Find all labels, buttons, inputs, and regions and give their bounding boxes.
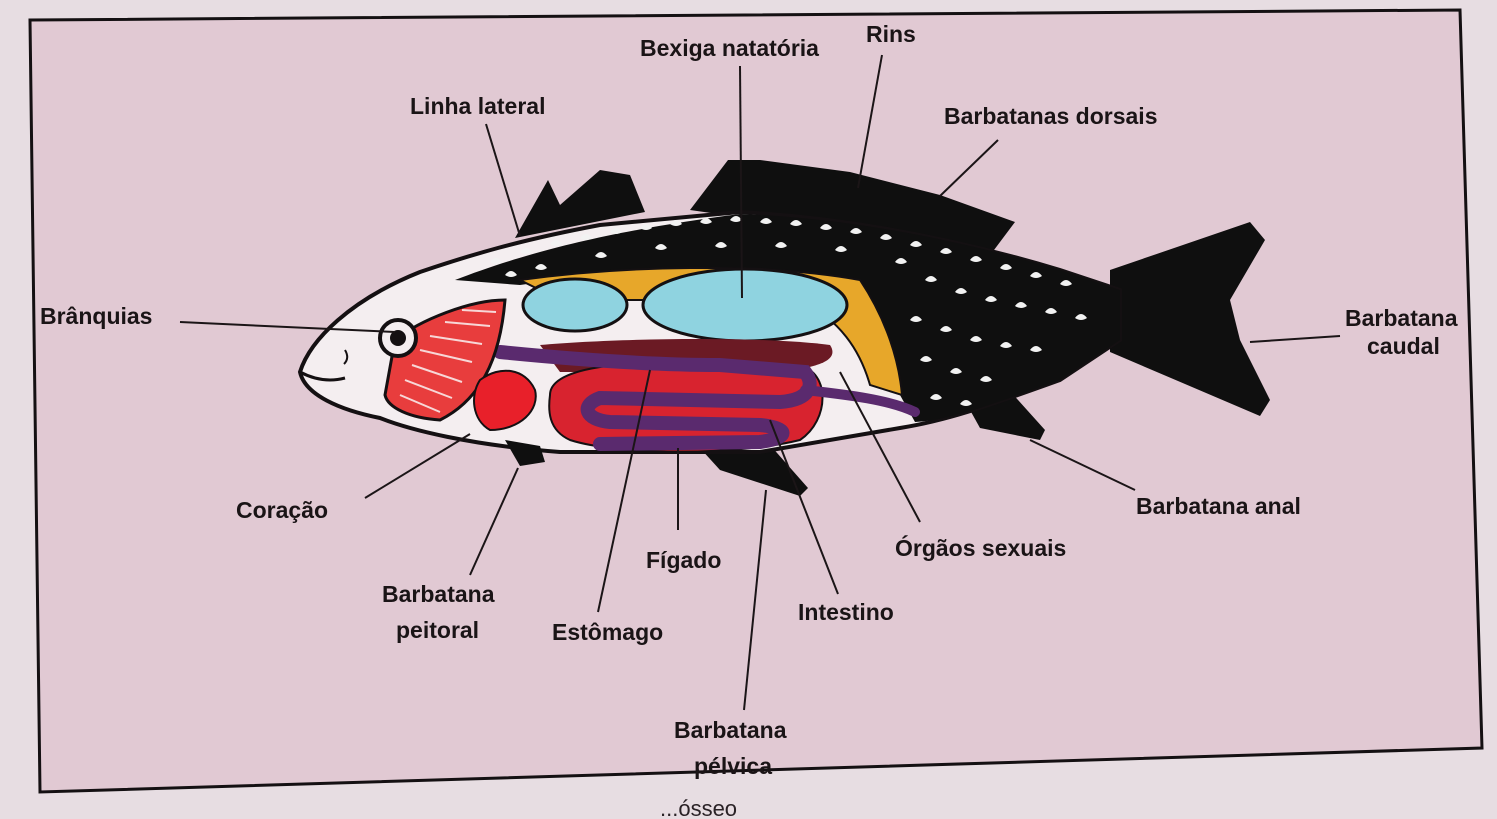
swim-bladder-front <box>523 279 627 331</box>
label-barbatana-pelvica-line2: pélvica <box>694 753 772 779</box>
label-estomago: Estômago <box>552 619 663 645</box>
label-barbatana-caudal-line2: caudal <box>1367 333 1440 359</box>
label-barbatana-caudal-line1: Barbatana <box>1345 305 1458 331</box>
label-figado: Fígado <box>646 547 721 573</box>
label-coracao: Coração <box>236 497 328 523</box>
label-barbatana-anal: Barbatana anal <box>1136 493 1301 519</box>
swim-bladder-rear <box>643 269 847 341</box>
label-rins: Rins <box>866 21 916 47</box>
label-bexiga-natatoria: Bexiga natatória <box>640 35 819 61</box>
label-linha-lateral: Linha lateral <box>410 93 545 119</box>
label-orgaos-sexuais: Órgãos sexuais <box>895 534 1066 561</box>
label-branquias: Brânquias <box>40 303 152 329</box>
label-intestino: Intestino <box>798 599 894 625</box>
label-barbatana-pelvica-line1: Barbatana <box>674 717 787 743</box>
caption-fragment: ...ósseo <box>660 796 737 819</box>
label-barbatana-peitoral-line2: peitoral <box>396 617 479 643</box>
label-barbatanas-dorsais: Barbatanas dorsais <box>944 103 1157 129</box>
label-barbatana-peitoral-line1: Barbatana <box>382 581 495 607</box>
